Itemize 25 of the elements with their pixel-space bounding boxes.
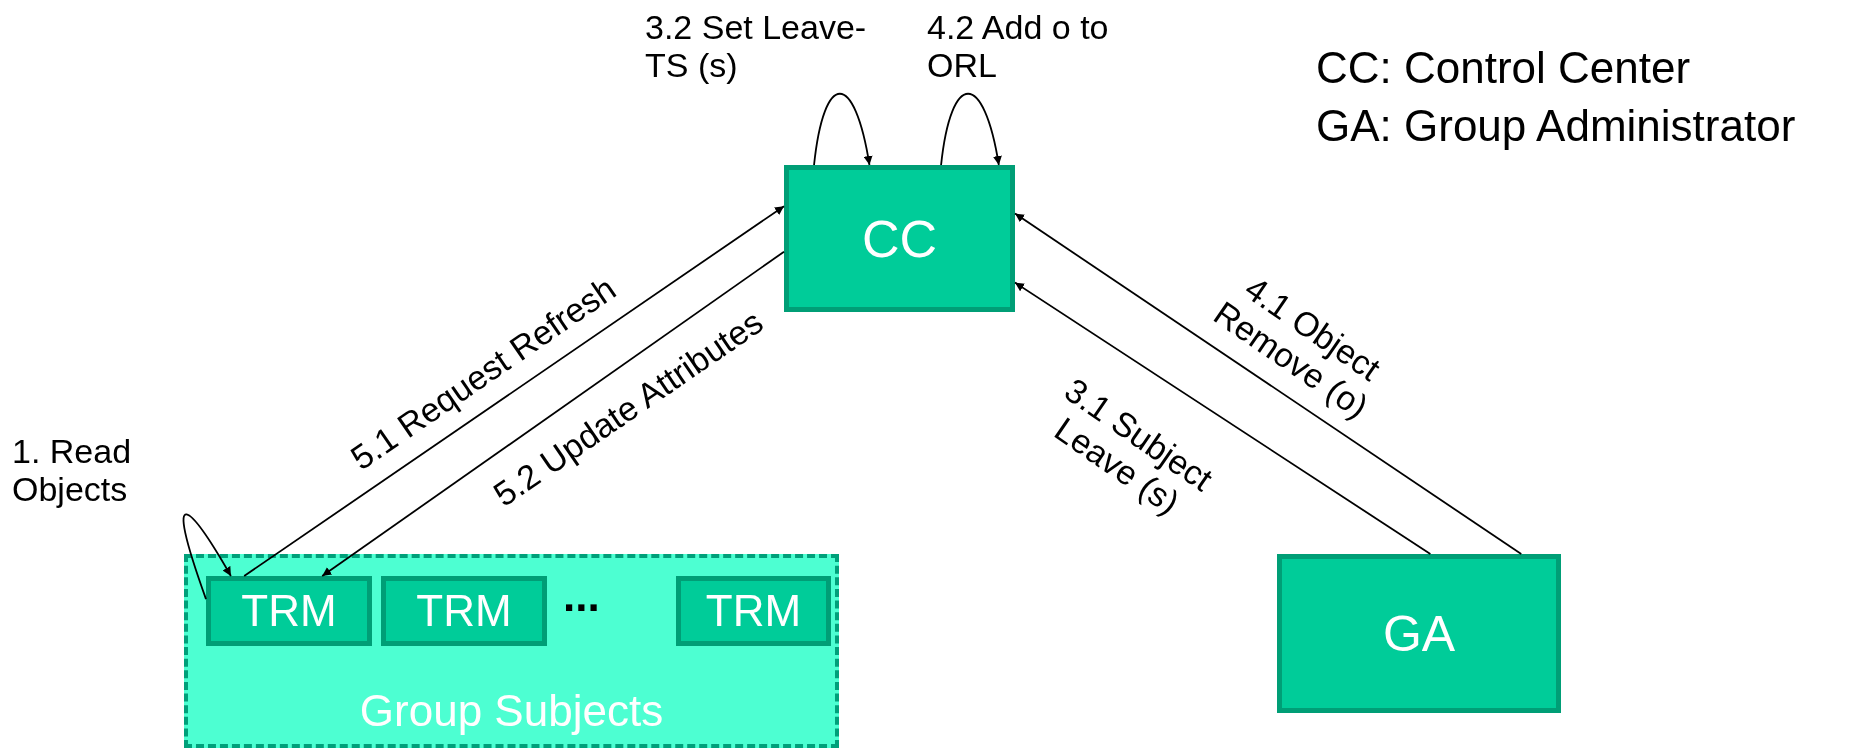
group-title: Group Subjects bbox=[359, 686, 664, 736]
node-label: TRM bbox=[416, 586, 512, 636]
arrow bbox=[813, 92, 873, 166]
process-box bbox=[1277, 554, 1561, 713]
process-box bbox=[784, 165, 1015, 312]
ellipsis: ... bbox=[563, 572, 600, 621]
arrow bbox=[243, 205, 785, 577]
group-container bbox=[184, 554, 839, 748]
arrow bbox=[1014, 281, 1432, 555]
process-box bbox=[206, 576, 372, 646]
legend-text: GA: Group Administrator bbox=[1316, 102, 1796, 151]
arrow bbox=[940, 92, 1002, 166]
edge-label: 4.2 Add o to ORL bbox=[927, 8, 1110, 85]
node-label: TRM bbox=[705, 586, 802, 636]
process-box bbox=[676, 576, 831, 646]
node-label: CC bbox=[861, 208, 938, 269]
node-label: TRM bbox=[241, 586, 337, 636]
node-label: GA bbox=[1382, 604, 1456, 663]
process-box bbox=[381, 576, 547, 646]
legend-text: CC: Control Center bbox=[1316, 44, 1691, 93]
arrow bbox=[321, 250, 785, 577]
edge-label: 1. Read Objects bbox=[12, 432, 133, 509]
edge-label: 3.2 Set Leave-TS (s) bbox=[645, 8, 868, 85]
arrow bbox=[182, 513, 232, 600]
arrow bbox=[1014, 212, 1523, 555]
